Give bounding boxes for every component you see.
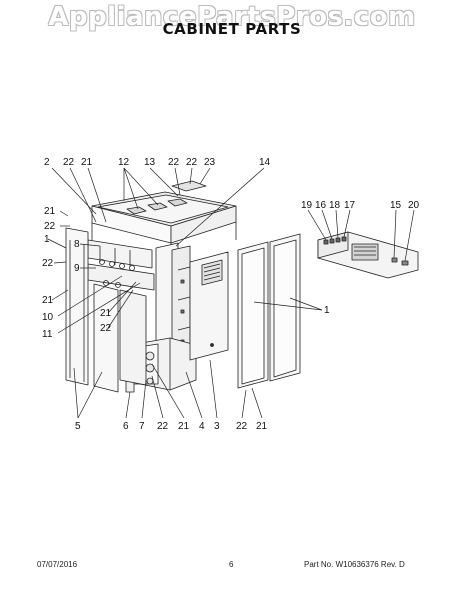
callout-11: 11 bbox=[42, 329, 53, 340]
callout-20: 20 bbox=[408, 200, 420, 211]
callout-13: 13 bbox=[144, 157, 156, 168]
callout-22: 22 bbox=[157, 421, 169, 432]
callout-21: 21 bbox=[100, 308, 112, 319]
left-side-panels bbox=[65, 227, 147, 393]
callout-22: 22 bbox=[42, 258, 54, 269]
callout-22: 22 bbox=[186, 157, 198, 168]
callout-22: 22 bbox=[44, 221, 56, 232]
callout-2: 2 bbox=[44, 157, 50, 168]
door-panel bbox=[189, 251, 229, 361]
callout-15: 15 bbox=[390, 200, 402, 211]
callout-6: 6 bbox=[123, 421, 129, 432]
callout-21: 21 bbox=[44, 206, 56, 217]
callout-7: 7 bbox=[139, 421, 145, 432]
watermark: AppliancePartsPros.com bbox=[48, 2, 416, 32]
callout-5: 5 bbox=[75, 421, 81, 432]
callout-1: 1 bbox=[324, 305, 330, 316]
callout-21: 21 bbox=[42, 295, 54, 306]
page-title: CABINET PARTS bbox=[162, 20, 302, 38]
callout-21: 21 bbox=[81, 157, 93, 168]
cabinet-frame bbox=[87, 180, 237, 393]
footer-part-number: Part No. W10636376 Rev. D bbox=[304, 560, 405, 569]
footer-page: 6 bbox=[229, 560, 234, 569]
callout-21: 21 bbox=[178, 421, 190, 432]
callout-18: 18 bbox=[329, 200, 341, 211]
callout-19: 19 bbox=[301, 200, 313, 211]
callout-22: 22 bbox=[168, 157, 180, 168]
callout-16: 16 bbox=[315, 200, 327, 211]
callout-8: 8 bbox=[74, 239, 80, 250]
callout-4: 4 bbox=[199, 421, 205, 432]
callout-12: 12 bbox=[118, 157, 130, 168]
footer-date: 07/07/2016 bbox=[37, 560, 78, 569]
callout-21: 21 bbox=[256, 421, 268, 432]
callout-22: 22 bbox=[236, 421, 248, 432]
callout-14: 14 bbox=[259, 157, 271, 168]
callout-labels: 2 22 21 12 13 22 22 23 14 21 22 1 22 21 … bbox=[42, 157, 420, 432]
leader-lines bbox=[47, 167, 415, 419]
callout-17: 17 bbox=[344, 200, 356, 211]
callout-23: 23 bbox=[204, 157, 216, 168]
callout-9: 9 bbox=[74, 263, 80, 274]
callout-10: 10 bbox=[42, 312, 54, 323]
callout-3: 3 bbox=[214, 421, 220, 432]
callout-1: 1 bbox=[44, 234, 50, 245]
callout-22: 22 bbox=[63, 157, 75, 168]
tall-side-panels bbox=[237, 233, 301, 389]
control-panel-assembly bbox=[317, 231, 419, 279]
callout-22: 22 bbox=[100, 323, 112, 334]
